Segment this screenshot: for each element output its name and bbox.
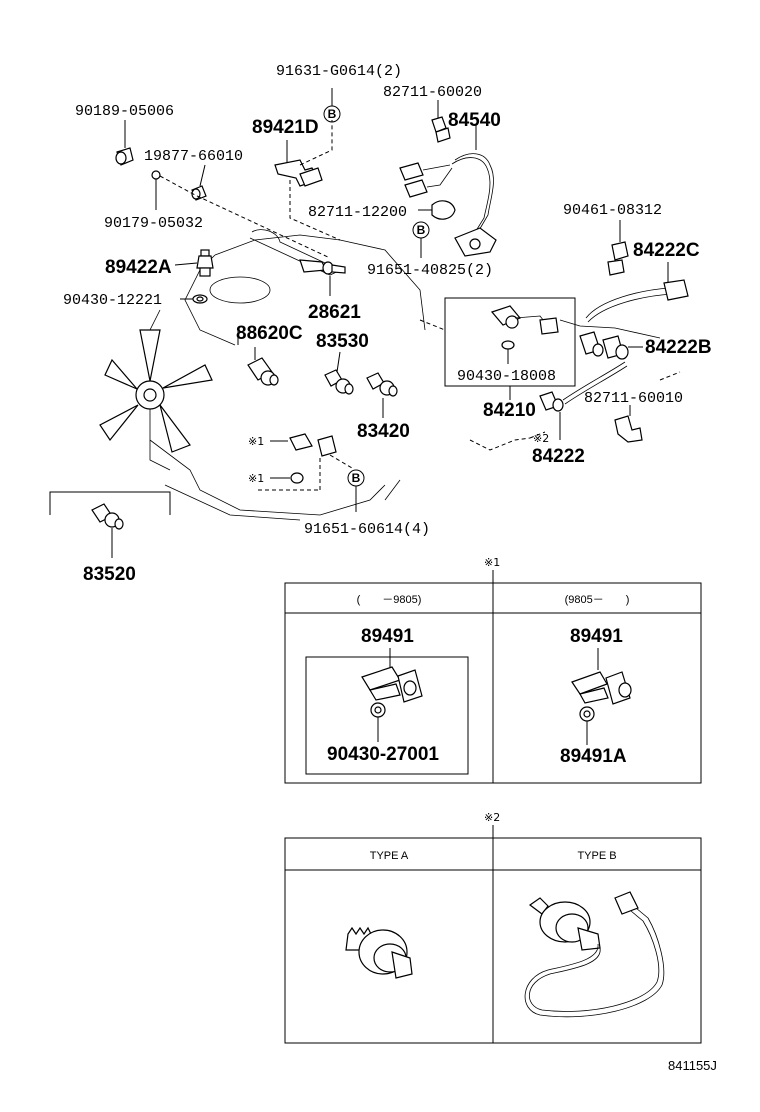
label-82711-12200: 82711-12200: [308, 204, 407, 221]
label-89421d: 89421D: [252, 117, 319, 138]
part-90179-illustration: [151, 170, 331, 259]
table-note2: ※2 TYPE A TYPE B: [284, 811, 702, 1044]
part-83520-illustration: [49, 491, 171, 558]
part-88620c-illustration: [237, 330, 279, 386]
label-91651-60614: 91651-60614(4): [304, 521, 430, 538]
part-89422a-illustration: [174, 249, 214, 277]
part-note1-bracket-illustration: [258, 433, 353, 491]
label-84210: 84210: [483, 400, 536, 421]
marker-b-bottom-group: B: [347, 469, 365, 512]
part-82711-60010-illustration: [614, 371, 681, 443]
part-19877-illustration: [191, 164, 207, 201]
label-90461-08312: 90461-08312: [563, 202, 662, 219]
label-90179-05032: 90179-05032: [104, 215, 203, 232]
table-note1-col2-header: (9805－ ): [565, 594, 630, 606]
part-83530-illustration: [324, 351, 354, 395]
label-90430-12221: 90430-12221: [63, 292, 162, 309]
fan-illustration: [99, 329, 213, 453]
table-note1-col1-header: ( －9805): [357, 594, 422, 606]
label-83530: 83530: [316, 331, 369, 352]
label-91631-g0614: 91631-G0614(2): [276, 63, 402, 80]
label-84540: 84540: [448, 110, 501, 131]
part-84222-illustration: [529, 361, 628, 440]
part-89421d-illustration: [274, 120, 341, 241]
part-83420-illustration: [366, 372, 398, 418]
label-19877-66010: 19877-66010: [144, 148, 243, 165]
part-82711-12200-illustration: [418, 200, 456, 220]
table-note1-col2-sub: 89491A: [560, 746, 627, 767]
label-28621: 28621: [308, 302, 361, 323]
label-90430-18008: 90430-18008: [457, 368, 556, 385]
label-89422a: 89422A: [105, 257, 172, 278]
marker-b-bottom: B: [352, 471, 361, 485]
part-84210-box: [444, 297, 576, 400]
type-b-switch-illustration: [524, 891, 665, 1018]
marker-b-top-group: B: [323, 88, 341, 123]
table-note2-col2-header: TYPE B: [577, 850, 616, 862]
marker-b-mid: B: [417, 223, 426, 237]
part-90430-12221-illustration: [180, 294, 208, 304]
note1-marker-a: ※1: [248, 435, 264, 448]
note1-marker-b: ※1: [248, 472, 264, 485]
label-84222b: 84222B: [645, 337, 712, 358]
table-note1-col1-part: 89491: [361, 626, 414, 647]
part-28621-illustration: [299, 259, 346, 296]
part-90461-illustration: [607, 220, 629, 276]
table-note2-title: ※2: [484, 811, 500, 824]
type-a-switch-illustration: [345, 926, 413, 979]
label-90189-05006: 90189-05006: [75, 103, 174, 120]
table-note2-col1-header: TYPE A: [370, 850, 409, 862]
label-84222: 84222: [532, 446, 585, 467]
marker-b-top: B: [328, 107, 337, 121]
part-84222c-illustration: [559, 262, 689, 339]
note2-marker: ※2: [533, 432, 549, 445]
label-91651-40825: 91651-40825(2): [367, 262, 493, 279]
label-82711-60010: 82711-60010: [584, 390, 683, 407]
label-84222c: 84222C: [633, 240, 700, 261]
label-82711-60020: 82711-60020: [383, 84, 482, 101]
footer-code: 841155J: [668, 1058, 717, 1073]
table-note1-col1-sub: 90430-27001: [327, 744, 439, 765]
label-83420: 83420: [357, 421, 410, 442]
part-84222b-illustration: [579, 331, 643, 360]
part-84540-illustration: [399, 100, 497, 257]
label-88620c: 88620C: [236, 323, 303, 344]
part-90189-illustration: [115, 120, 134, 166]
label-83520: 83520: [83, 564, 136, 585]
table-note1-title: ※1: [484, 556, 500, 569]
marker-b-mid-group: B: [412, 221, 430, 258]
table-note1-col2-part: 89491: [570, 626, 623, 647]
table-note1: ※1 ( －9805) (9805－ ) 89491 90430-27001 8…: [284, 556, 702, 784]
